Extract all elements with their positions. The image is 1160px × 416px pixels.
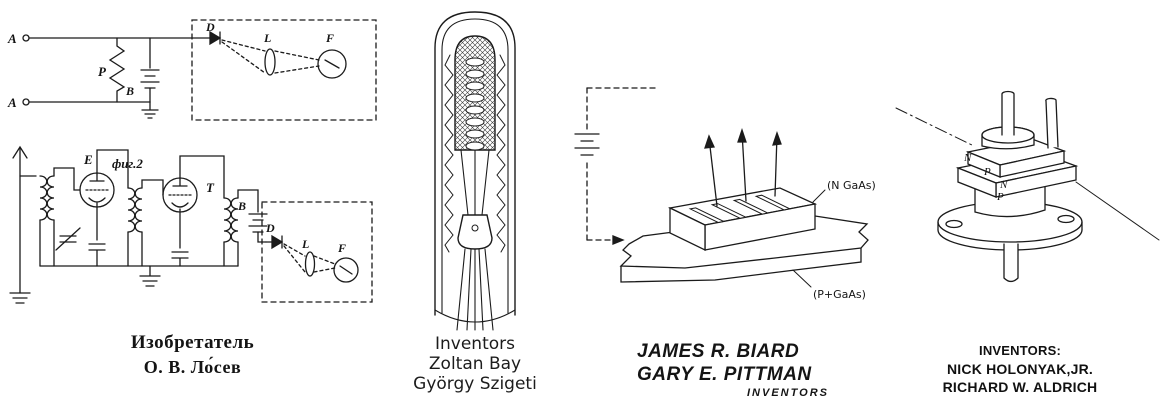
biard-caption-role: INVENTORS — [747, 387, 829, 399]
emission-arrows — [704, 127, 782, 207]
label-layer-n1: N — [963, 152, 972, 164]
panel-losev: A A P B D L F E фиг.2 T B D L F Изобрета… — [0, 0, 385, 416]
label-p-gaas: (P+GaAs) — [813, 288, 866, 301]
biard-caption-line1: JAMES R. BIARD — [637, 341, 800, 362]
arrowhead — [612, 235, 625, 245]
battery-top — [140, 69, 160, 89]
panel-holonyak: N P N P INVENTORS: NICK HOLONYAK,JR. RIC… — [880, 0, 1160, 416]
battery-symbol — [574, 133, 600, 156]
battery-bottom — [248, 213, 268, 233]
diode-block — [667, 187, 818, 252]
bay-caption: Inventors Zoltan Bay György Szigeti — [385, 334, 565, 394]
label-f-bottom: F — [337, 241, 346, 255]
coil-1a — [39, 175, 48, 221]
biard-caption: JAMES R. BIARD GARY E. PITTMAN INVENTORS — [565, 340, 880, 399]
filament-coil — [465, 57, 485, 151]
bay-caption-line2: Zoltan Bay — [428, 354, 522, 374]
glass-stem — [457, 214, 493, 250]
ground-symbol-bottom — [9, 292, 31, 304]
bay-caption-line1: Inventors — [435, 334, 515, 354]
laser-diode-package-drawing: N P N P — [895, 90, 1160, 283]
led-chip-drawing: (N GaAs) (P+GaAs) — [574, 87, 876, 301]
panel-bay-szigeti: Inventors Zoltan Bay György Szigeti — [385, 0, 565, 416]
coil-t1 — [223, 197, 232, 243]
tube-envelope-outer — [434, 11, 516, 316]
label-layer-p1: P — [983, 166, 991, 178]
mounting-hole-right — [1057, 214, 1075, 224]
dashed-detector-box-top — [191, 19, 377, 121]
label-l-bottom: L — [301, 237, 309, 251]
label-p: P — [98, 64, 107, 79]
label-layer-n2: N — [999, 179, 1008, 191]
mounting-hole-left — [945, 219, 963, 229]
label-d-bottom: D — [265, 221, 275, 235]
top-pin — [1001, 90, 1015, 136]
lens-l-bottom — [304, 251, 316, 277]
light-rays-bottom — [283, 243, 336, 273]
losev-fig1 — [22, 19, 377, 121]
tube-envelope-inner — [441, 18, 509, 314]
label-f-top: F — [325, 31, 334, 45]
losev-circuit-drawing: A A P B D L F E фиг.2 T B D L F — [7, 19, 377, 304]
holonyak-caption-line1: INVENTORS: — [979, 343, 1061, 358]
leader-n-gaas — [812, 189, 826, 203]
diode-d-top — [209, 30, 222, 46]
anode-cylinder — [454, 35, 496, 151]
label-e: E — [83, 152, 93, 167]
side-pin — [1045, 97, 1059, 149]
resistor-p — [108, 37, 126, 103]
coil-2a — [127, 187, 136, 233]
label-n-gaas: (N GaAs) — [827, 179, 876, 192]
whisker-lead-line — [1075, 181, 1160, 241]
axis-dash-dot-line — [895, 107, 975, 147]
ground-symbol-bus — [139, 265, 161, 287]
label-t: T — [206, 180, 215, 195]
coil-1b — [46, 175, 55, 221]
leader-p-gaas — [792, 269, 812, 288]
coil-2b — [134, 187, 143, 233]
label-b-top: B — [125, 84, 134, 98]
holonyak-caption-line2: NICK HOLONYAK,JR. — [946, 361, 1093, 377]
label-fig2: фиг.2 — [112, 156, 143, 171]
eye-f-bottom — [333, 257, 359, 283]
flange-base — [937, 201, 1083, 251]
label-l-top: L — [263, 31, 271, 45]
ground-symbol-top — [141, 101, 159, 119]
dashed-detector-box-bottom — [261, 201, 373, 303]
lead-wires — [456, 248, 494, 331]
label-d-top: D — [205, 20, 215, 34]
bottom-pin — [1003, 243, 1019, 283]
biard-caption-line2: GARY E. PITTMAN — [637, 364, 812, 385]
diode-d-bottom — [271, 234, 284, 250]
capacitor-variable — [59, 235, 77, 243]
grooves — [688, 194, 792, 224]
label-a-top: A — [7, 31, 17, 46]
panel-biard-pittman: (N GaAs) (P+GaAs) JAMES R. BIARD GARY E.… — [565, 0, 880, 416]
eye-f-top — [317, 49, 347, 79]
coil-t2 — [230, 197, 239, 243]
bay-caption-line3: György Szigeti — [413, 374, 537, 394]
getter-zigzag-left — [444, 54, 454, 253]
crystal-stack — [955, 138, 1079, 198]
losev-caption-line1: Изобретатель — [130, 332, 255, 353]
support-rods — [460, 149, 490, 216]
label-b-bottom: B — [237, 199, 246, 213]
lens-l-top — [264, 48, 276, 76]
vacuum-tube-drawing — [434, 11, 516, 331]
losev-caption-line2: О. В. Ло́сев — [143, 357, 242, 377]
holonyak-caption-line3: RICHARD W. ALDRICH — [942, 379, 1098, 395]
label-a-bottom: A — [7, 95, 17, 110]
holonyak-caption: INVENTORS: NICK HOLONYAK,JR. RICHARD W. … — [880, 342, 1160, 396]
losev-fig2 — [9, 145, 373, 304]
light-rays-top — [221, 39, 320, 74]
label-layer-p2: P — [996, 191, 1004, 203]
losev-caption: Изобретатель О. В. Ло́сев — [0, 332, 385, 378]
getter-zigzag-right — [496, 54, 506, 253]
bias-circuit — [574, 87, 658, 245]
